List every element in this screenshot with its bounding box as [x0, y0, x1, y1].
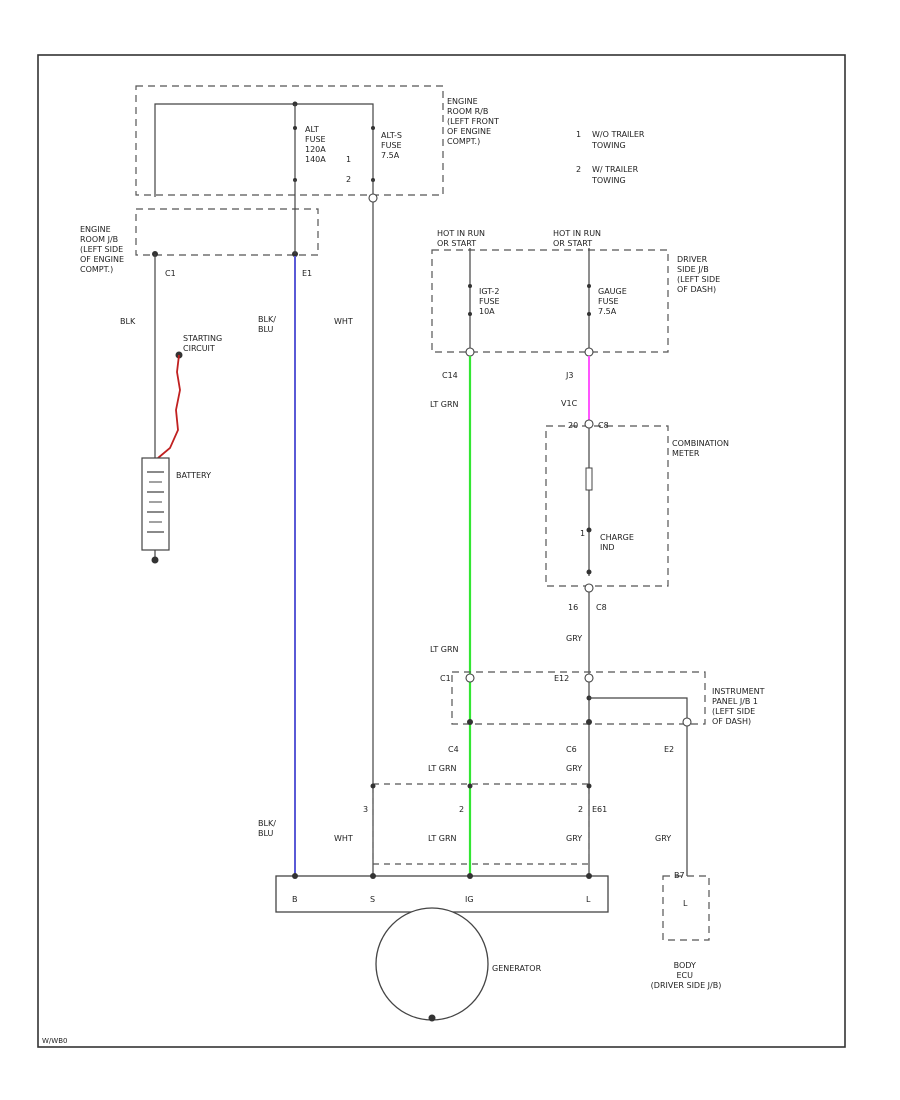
gen-pin-ig: IG — [465, 895, 474, 904]
body-ecu-label: BODY ECU (DRIVER SIDE J/B) — [651, 961, 722, 990]
gen-pin-num-ig: 2 — [459, 805, 464, 814]
instrument-panel-jb-1: INSTRUMENT PANEL J/B 1 (LEFT SIDE OF DAS… — [440, 671, 767, 754]
gen-conn-e61: E61 — [592, 805, 607, 814]
note-2-num: 2 — [576, 165, 581, 174]
driver-side-jb-label: DRIVER SIDE J/B (LEFT SIDE OF DASH) — [677, 255, 723, 294]
note-2-text: W/ TRAILER TOWING — [591, 165, 641, 185]
battery: BATTERY — [141, 457, 211, 564]
gen-pin-num-l: 2 — [578, 805, 583, 814]
note-1-num: 1 — [576, 130, 581, 139]
ipjb-conn-c6: C6 — [566, 745, 577, 754]
conn-c14: C14 — [442, 371, 458, 380]
j3-terminal — [584, 347, 594, 357]
alt-s-fuse: ALT-S FUSE 7.5A — [371, 126, 405, 182]
alt-fuse: ALT FUSE 120A 140A 1 2 — [293, 104, 351, 184]
body-ecu-pin-l: L — [683, 899, 688, 908]
ipjb-conn-e12: E12 — [554, 674, 569, 683]
body-ecu-conn: B7 — [674, 871, 685, 880]
generator-symbol — [375, 907, 489, 1021]
diagram-frame — [37, 54, 846, 1048]
engine-room-rb: ENGINE ROOM R/B (LEFT FRONT OF ENGINE CO… — [135, 85, 501, 196]
ipjb-conn-c4: C4 — [448, 745, 459, 754]
battery-ground — [151, 556, 159, 564]
rb-bus-bar — [154, 103, 374, 197]
meter-pin-16: 16 — [568, 603, 578, 612]
conn-v1c: V1C — [561, 399, 578, 408]
combination-meter-label: COMBINATION METER — [672, 439, 732, 458]
hot-label-right: HOT IN RUN OR START — [553, 229, 604, 248]
engine-room-jb: ENGINE ROOM J/B (LEFT SIDE OF ENGINE COM… — [80, 208, 319, 278]
charge-ind-pin: 1 — [580, 529, 585, 538]
generator-label: GENERATOR — [492, 964, 542, 973]
gry-label-2: GRY — [566, 764, 582, 773]
wht-label-lower: WHT — [334, 834, 353, 843]
alt-fuse-note-1: 1 — [346, 155, 351, 164]
lt-grn-label-4: LT GRN — [428, 834, 457, 843]
conn-e1: E1 — [302, 269, 312, 278]
gen-pin-num-s: 3 — [363, 805, 368, 814]
gauge-fuse-label: GAUGE FUSE 7.5A — [598, 287, 629, 316]
driver-side-jb: DRIVER SIDE J/B (LEFT SIDE OF DASH) — [431, 249, 723, 353]
ipjb-conn-e2: E2 — [664, 745, 674, 754]
generator-ground — [428, 1014, 436, 1022]
charge-ind-label: CHARGE IND — [600, 533, 636, 552]
blk-blu-label-upper: BLK/ BLU — [258, 315, 278, 334]
meter-conn-c8-bottom: C8 — [596, 603, 607, 612]
alt-s-terminal — [368, 193, 378, 203]
engine-room-rb-label: ENGINE ROOM R/B (LEFT FRONT OF ENGINE CO… — [447, 97, 501, 146]
meter-pin-20: 20 — [568, 421, 578, 430]
charge-ind-lamp — [586, 527, 592, 533]
gry-label-body-ecu: GRY — [655, 834, 671, 843]
generator: B S IG L GENERATOR — [275, 873, 609, 1022]
gen-pin-s: S — [370, 895, 375, 904]
diagram-code: W/WB0 — [42, 1037, 67, 1045]
alt-fuse-note-2: 2 — [346, 175, 351, 184]
hot-label-left: HOT IN RUN OR START — [437, 229, 488, 248]
note-1-text: W/O TRAILER TOWING — [591, 130, 647, 150]
combination-meter: COMBINATION METER 20 C8 1 CHARGE IND 16 … — [545, 419, 732, 612]
gry-label-3: GRY — [566, 834, 582, 843]
igt-2-fuse: IGT-2 FUSE 10A — [468, 248, 502, 348]
conn-c1: C1 — [165, 269, 176, 278]
lt-grn-label-2: LT GRN — [430, 645, 459, 654]
battery-label: BATTERY — [176, 471, 211, 480]
ipjb-conn-c1: C1 — [440, 674, 451, 683]
meter-resistor — [585, 467, 593, 491]
igt-2-fuse-label: IGT-2 FUSE 10A — [479, 287, 502, 316]
starting-circuit-label: STARTING CIRCUIT — [183, 334, 225, 353]
wht-label-upper: WHT — [334, 317, 353, 326]
red-wire-starting — [157, 354, 181, 459]
lt-grn-label-1: LT GRN — [430, 400, 459, 409]
gen-pin-b: B — [292, 895, 298, 904]
gauge-fuse: GAUGE FUSE 7.5A — [587, 248, 629, 348]
c14-terminal — [465, 347, 475, 357]
alt-fuse-label: ALT FUSE 120A 140A — [305, 125, 328, 164]
hot-in-run-labels: HOT IN RUN OR START HOT IN RUN OR START — [437, 229, 604, 248]
blk-blu-label-lower: BLK/ BLU — [258, 819, 278, 838]
lt-grn-label-3: LT GRN — [428, 764, 457, 773]
notes-legend: 1 W/O TRAILER TOWING 2 W/ TRAILER TOWING — [576, 130, 647, 185]
blk-wire-label: BLK — [120, 317, 136, 326]
conn-j3: J3 — [565, 371, 573, 380]
generator-connector: 3 2 2 E61 — [363, 783, 607, 865]
instrument-panel-jb-label: INSTRUMENT PANEL J/B 1 (LEFT SIDE OF DAS… — [712, 687, 767, 726]
gen-pin-l: L — [586, 895, 591, 904]
engine-room-jb-label: ENGINE ROOM J/B (LEFT SIDE OF ENGINE COM… — [80, 225, 127, 274]
starting-circuit: STARTING CIRCUIT — [157, 334, 225, 459]
meter-conn-c8-top: C8 — [598, 421, 609, 430]
body-ecu: B7 L BODY ECU (DRIVER SIDE J/B) — [651, 871, 722, 990]
alt-s-fuse-label: ALT-S FUSE 7.5A — [381, 131, 405, 160]
gry-label-1: GRY — [566, 634, 582, 643]
